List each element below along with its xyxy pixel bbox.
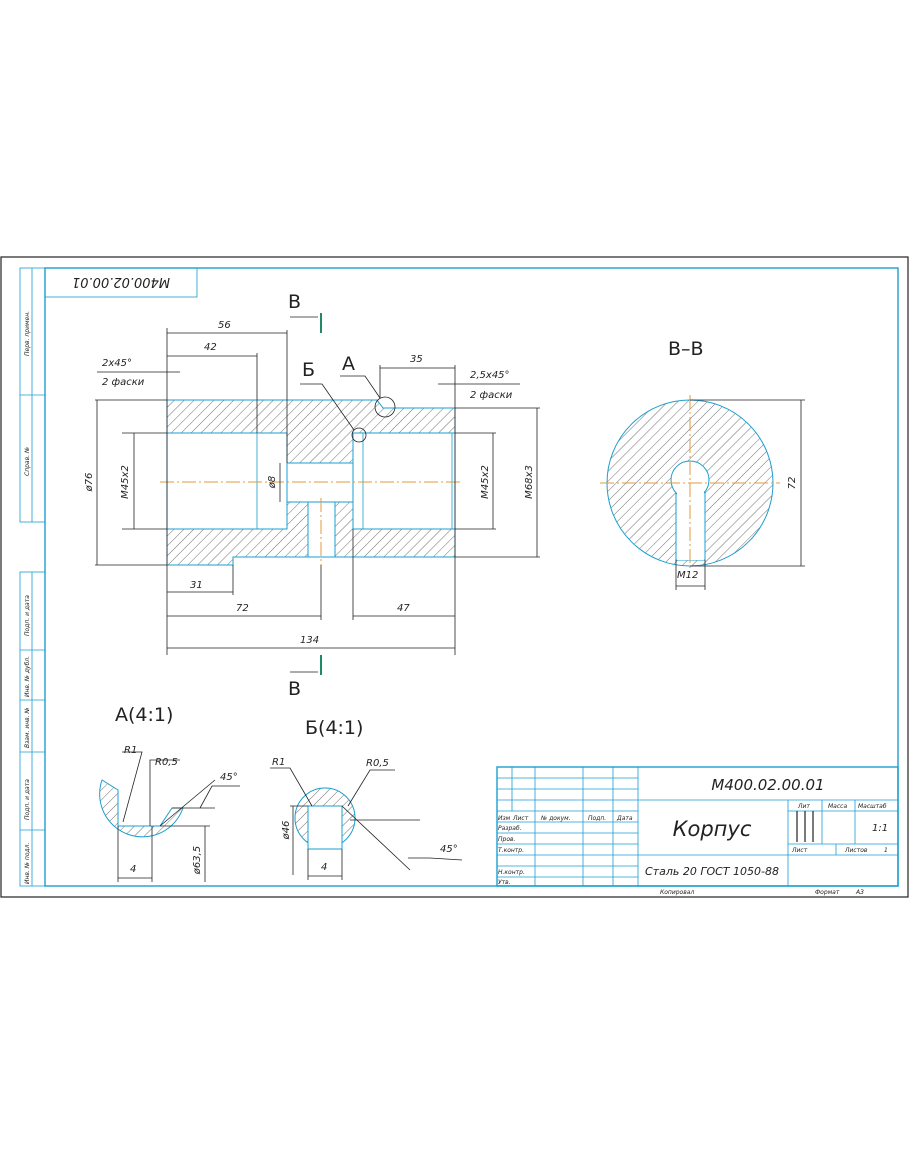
detail-b: Б(4:1) R1 R0,5 45° 4 ø46 — [270, 717, 463, 880]
sheets-label: Листов — [844, 847, 868, 854]
detail-a-dia: ø63,5 — [192, 846, 203, 875]
lit-label: Лит — [797, 803, 810, 810]
detail-b-width: 4 — [321, 862, 327, 873]
callout-b-circle — [351, 427, 367, 443]
header-sign: Подп. — [588, 815, 606, 822]
dim-31: 31 — [190, 580, 203, 591]
dim-47: 47 — [397, 603, 410, 614]
dim-35: 35 — [410, 354, 423, 365]
detail-a-r1: R1 — [124, 745, 137, 756]
sheet-label: Лист — [791, 847, 808, 854]
strip-label: Перв. примен. — [24, 311, 31, 356]
header-izm: Изм — [498, 815, 511, 822]
dim-phi8: ø8 — [267, 476, 278, 489]
detail-a-r05: R0,5 — [155, 757, 178, 768]
strip-label: Справ. № — [24, 447, 31, 476]
chamfer-left-note: 2 фаски — [102, 377, 145, 388]
detail-b-r1: R1 — [272, 757, 285, 768]
role-developer: Разраб. — [498, 825, 522, 832]
format-value: А3 — [855, 889, 864, 896]
detail-a: А(4:1) R1 R0,5 45° 4 ø63,5 — [99, 704, 240, 882]
chamfer-left-value: 2х45° — [102, 358, 132, 369]
section-view: В–В 72 М12 — [600, 338, 805, 590]
detail-a-angle: 45° — [220, 772, 238, 783]
outer-frame — [0, 256, 909, 898]
detail-b-angle: 45° — [440, 844, 458, 855]
sheets-count: 1 — [884, 847, 888, 854]
strip-label: Инв. № подл. — [24, 843, 31, 884]
dim-m68: М68х3 — [524, 465, 535, 499]
main-view: А Б В В 56 42 35 — [84, 291, 540, 700]
section-mark-bottom: В — [288, 678, 301, 700]
dim-m45-left: М45х2 — [120, 465, 131, 499]
strip-label: Инв. № дубл. — [24, 656, 31, 697]
mass-label: Масса — [828, 803, 847, 810]
callout-b-label: Б — [302, 359, 315, 381]
detail-a-width: 4 — [130, 864, 136, 875]
header-doc: № докум. — [540, 815, 571, 822]
copied-label: Копировал — [660, 889, 694, 896]
strip-label: Подп. и дата — [24, 779, 31, 820]
section-dim-72: 72 — [787, 477, 798, 490]
callout-a-label: А — [342, 353, 355, 375]
detail-a-title: А(4:1) — [115, 704, 173, 726]
section-mark-top: В — [288, 291, 301, 313]
dim-42: 42 — [204, 342, 217, 353]
mirrored-designation-box — [44, 267, 198, 298]
title-block: М400.02.00.01 Корпус Сталь 20 ГОСТ 1050-… — [496, 766, 899, 896]
chamfer-right-value: 2,5х45° — [470, 370, 510, 381]
header-list: Лист — [512, 815, 529, 822]
material: Сталь 20 ГОСТ 1050-88 — [645, 865, 779, 878]
dim-m45-right: М45х2 — [480, 465, 491, 499]
detail-b-r05: R0,5 — [366, 758, 389, 769]
role-approved: Утв. — [498, 879, 511, 886]
designation: М400.02.00.01 — [711, 776, 824, 794]
part-name: Корпус — [673, 817, 752, 841]
callout-a-circle — [374, 396, 396, 418]
role-ncontrol: Н.контр. — [498, 869, 525, 876]
mirrored-designation: М400.02.00.01 — [72, 274, 170, 289]
strip-label: Подп. и дата — [24, 595, 31, 636]
section-title: В–В — [668, 338, 704, 360]
dim-phi76: ø76 — [84, 473, 95, 493]
dim-56: 56 — [218, 320, 231, 331]
chamfer-right-note: 2 фаски — [470, 390, 513, 401]
dim-72: 72 — [236, 603, 249, 614]
header-date: Дата — [616, 815, 633, 822]
dim-134: 134 — [300, 635, 319, 646]
detail-b-title: Б(4:1) — [305, 717, 363, 739]
role-tcontrol: Т.контр. — [498, 847, 524, 854]
section-dim-m12: М12 — [677, 570, 698, 581]
format-label: Формат — [815, 889, 840, 896]
detail-b-dia: ø46 — [281, 821, 292, 841]
scale-value: 1:1 — [872, 823, 888, 834]
side-strip: Перв. примен. Справ. № Подп. и дата Инв.… — [19, 267, 46, 887]
scale-label: Масштаб — [858, 803, 887, 810]
strip-label: Взам. инв. № — [24, 707, 31, 748]
role-checker: Пров. — [498, 836, 516, 843]
